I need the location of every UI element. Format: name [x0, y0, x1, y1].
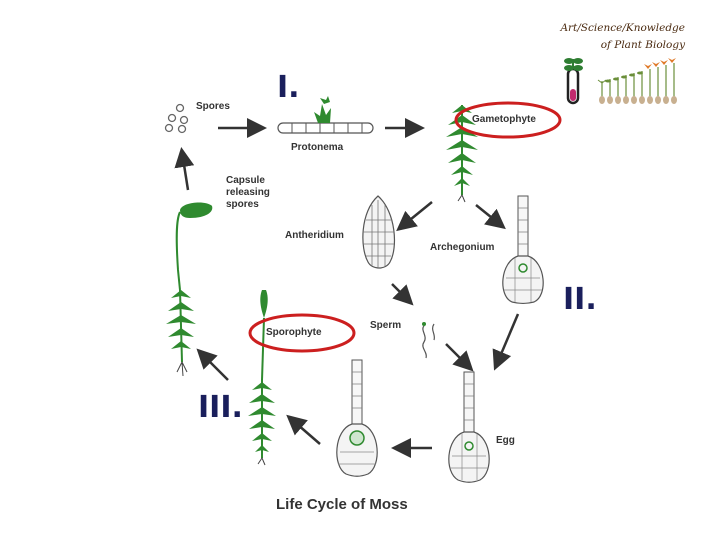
brand-line-1: Art/Science/Knowledge [560, 22, 685, 34]
arrow-to-mature-sporophyte [196, 348, 229, 381]
young-sporophyte-illustration [248, 290, 276, 466]
arrow-to-egg-archegonium [492, 313, 520, 371]
label-spores: Spores [196, 101, 230, 112]
arrow-to-young-sporophyte [286, 414, 321, 445]
gametophyte-highlight [454, 101, 562, 139]
label-capsule-line-3: spores [226, 199, 259, 210]
label-archegonium: Archegonium [430, 242, 495, 253]
brand-logo [564, 58, 677, 105]
arrow-to-sperm [391, 283, 414, 306]
spores-illustration [164, 103, 189, 134]
marker-two: II. [563, 282, 597, 317]
label-capsule-line-2: releasing [226, 187, 270, 198]
label-egg: Egg [496, 435, 515, 446]
archegonium-illustration [502, 195, 544, 305]
brand-text: Art/Science/Knowledge of Plant Biology [555, 20, 685, 54]
arrow-to-spores [174, 147, 195, 191]
label-sperm: Sperm [370, 320, 402, 331]
sporophyte-highlight [248, 313, 356, 353]
label-capsule-releasing-spores: Capsule releasing spores [226, 175, 270, 211]
egg-archegonium-illustration [448, 371, 490, 483]
label-capsule-line-1: Capsule [226, 175, 265, 186]
label-sporophyte: Sporophyte [266, 327, 322, 338]
label-protonema: Protonema [291, 142, 344, 153]
test-tube-icon [564, 58, 583, 105]
mature-sporophyte-illustration [166, 202, 213, 377]
zygote-archegonium-illustration [336, 359, 378, 477]
arrow-to-antheridium [396, 201, 433, 232]
marker-three: III. [198, 390, 243, 425]
sprouts-row-icon [597, 58, 677, 104]
arrow-to-archegonium [475, 204, 506, 230]
diagram-title: Life Cycle of Moss [276, 496, 408, 513]
sperm-illustration [422, 322, 436, 359]
protonema-illustration [277, 96, 374, 134]
marker-one: I. [277, 70, 300, 105]
antheridium-illustration [362, 195, 396, 269]
brand-line-2: of Plant Biology [600, 39, 685, 51]
arrow-sperm-to-egg [445, 343, 474, 372]
label-antheridium: Antheridium [285, 230, 344, 241]
label-gametophyte: Gametophyte [472, 114, 536, 125]
